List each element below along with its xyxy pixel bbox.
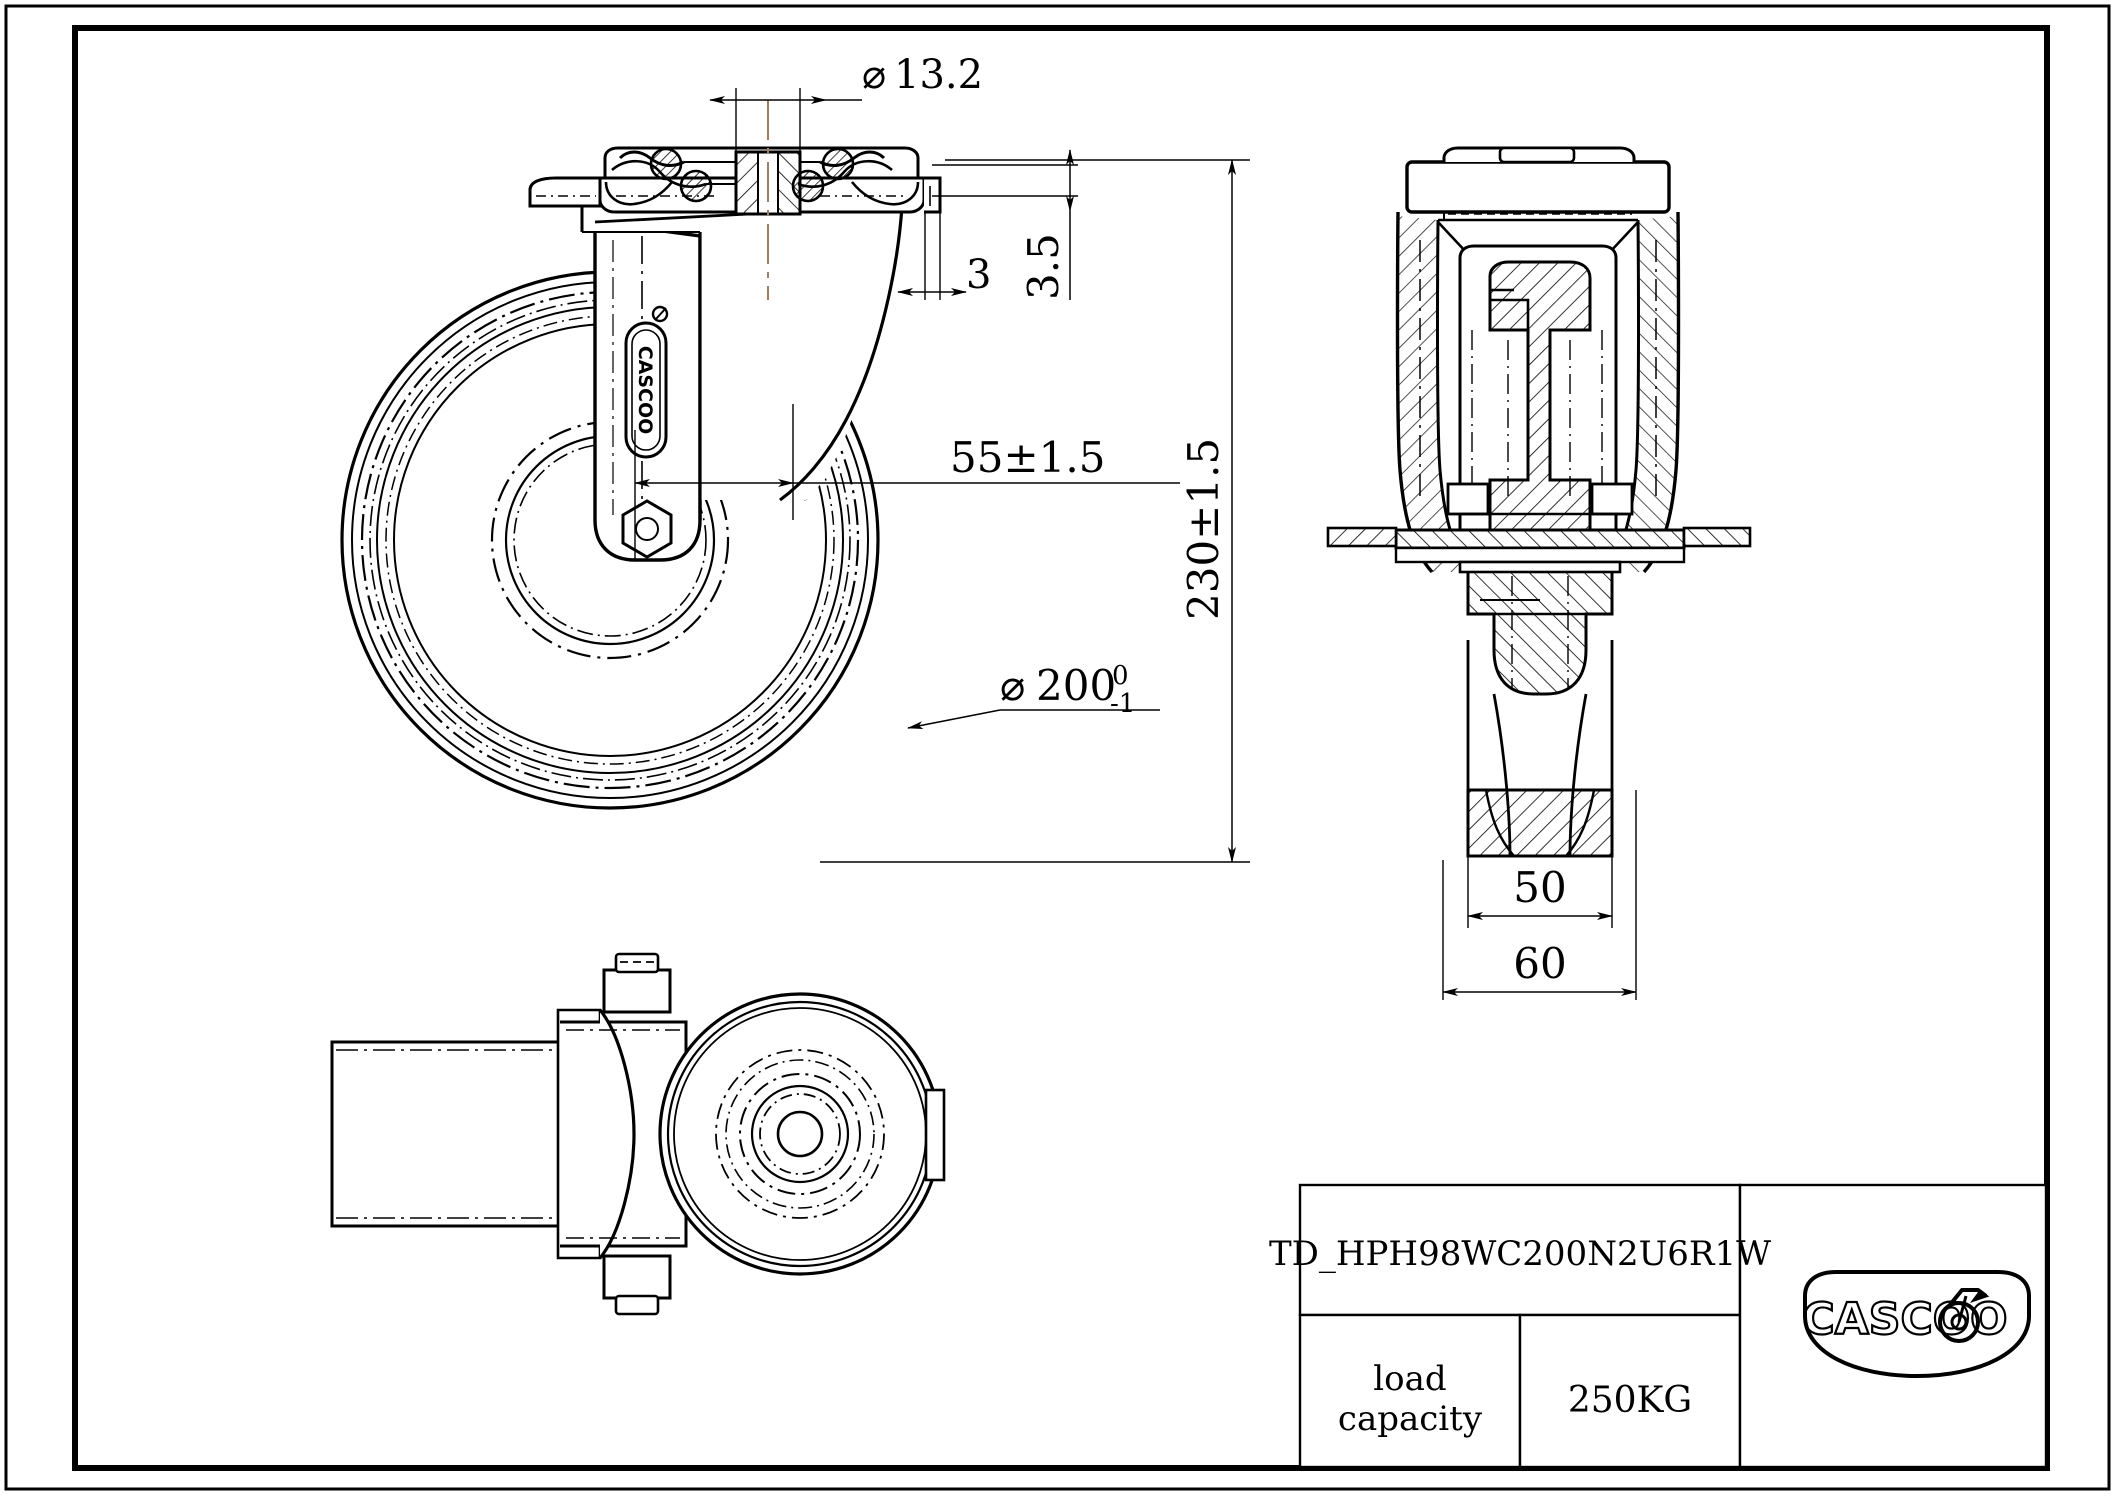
sheet-border-inner [72, 25, 2050, 1471]
company-logo-text: CASCOO [1802, 1294, 2007, 1345]
title-block-loadlabel-cell [1298, 1313, 1522, 1469]
swivel-head-assembly [528, 146, 942, 216]
plan-wheel [658, 992, 946, 1276]
title-block-load-label-2: capacity [1338, 1399, 1483, 1439]
title-block-load-value: 250KG [1568, 1380, 1692, 1421]
fork-brand-text: CASCOO [634, 346, 656, 435]
side-axle [1326, 526, 1752, 564]
dim-wheel-diameter-symbol: ⌀ [1000, 661, 1025, 710]
dim-wheel-diameter: ⌀ 200 0 -1 [907, 661, 1160, 730]
dim-overall-height-value: 230±1.5 [1179, 438, 1228, 620]
title-block-part-number: TD_HPH98WC200N2U6R1W [1269, 1234, 1771, 1274]
dim-hub-width-value: 50 [1513, 863, 1566, 912]
plan-hex-nut-bottom [602, 1254, 672, 1316]
axle-hex-nut [621, 499, 673, 559]
plan-top-plate [330, 1040, 562, 1228]
front-centerlines [767, 100, 769, 300]
dim-hub-width: 50 [1467, 790, 1613, 928]
plan-view [330, 952, 946, 1316]
dim-wheel-width-value: 60 [1513, 939, 1566, 988]
side-top-plate [1405, 146, 1671, 214]
dim-overall-height: 230±1.5 [820, 159, 1250, 863]
dim-wheel-width: 60 [1442, 790, 1637, 1000]
dim-offset-value: 55±1.5 [950, 433, 1105, 482]
plan-fork-yoke [556, 952, 688, 1316]
dim-wheel-tol-upper: 0 [1112, 661, 1129, 691]
dim-bore-symbol: ⌀ [862, 52, 886, 98]
title-block-load-label-1: load [1373, 1359, 1446, 1399]
fork-brand-logo: CASCOO [624, 305, 669, 459]
dim-offset: 55±1.5 [634, 404, 1180, 560]
company-logo: CASCOO [1801, 1270, 2031, 1379]
dim-plate-offset-value: 3.5 [1019, 233, 1068, 300]
dim-plate-thickness: 3 [897, 212, 991, 300]
dim-wheel-tol-lower: -1 [1110, 689, 1135, 719]
side-section-view [1326, 146, 1752, 858]
bearing-balls [649, 147, 855, 203]
dim-plate-offset: 3.5 [932, 149, 1078, 300]
front-elevation-view: CASCOO [340, 100, 942, 810]
plan-hex-nut-top [602, 952, 672, 1014]
dim-plate-thickness-value: 3 [966, 252, 991, 298]
dim-bore-diameter: ⌀ 13.2 [709, 52, 983, 152]
dim-bore-value: 13.2 [894, 52, 983, 98]
dim-wheel-diameter-value: 200 [1036, 661, 1116, 710]
side-wheel-section [1446, 244, 1634, 562]
title-block: TD_HPH98WC200N2U6R1W load capacity 250KG… [1269, 1183, 2048, 1469]
sheet-border-outer [4, 4, 2111, 1491]
